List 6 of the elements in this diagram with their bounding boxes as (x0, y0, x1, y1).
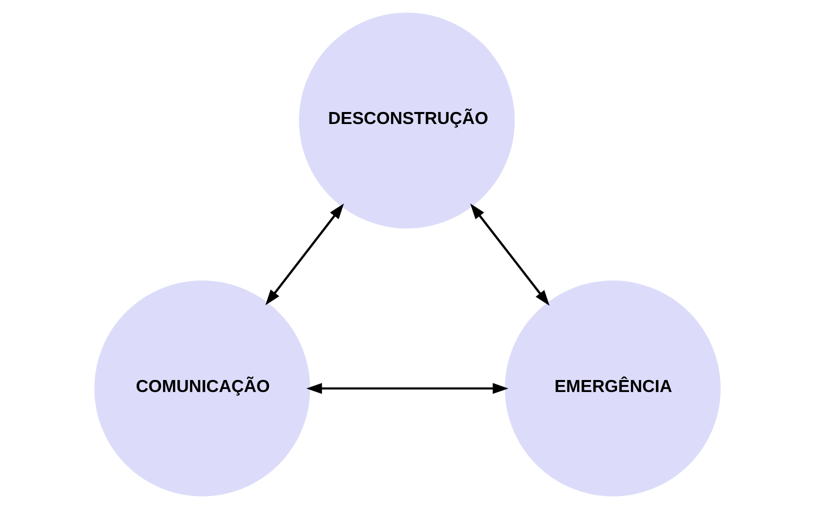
arrow (264, 203, 344, 306)
node-circle: COMUNICAÇÃO (94, 280, 310, 496)
node-circle: EMERGÊNCIA (504, 280, 720, 496)
arrow (306, 382, 508, 394)
node-circle: DESCONSTRUÇÃO (298, 12, 514, 228)
arrow (470, 203, 550, 306)
